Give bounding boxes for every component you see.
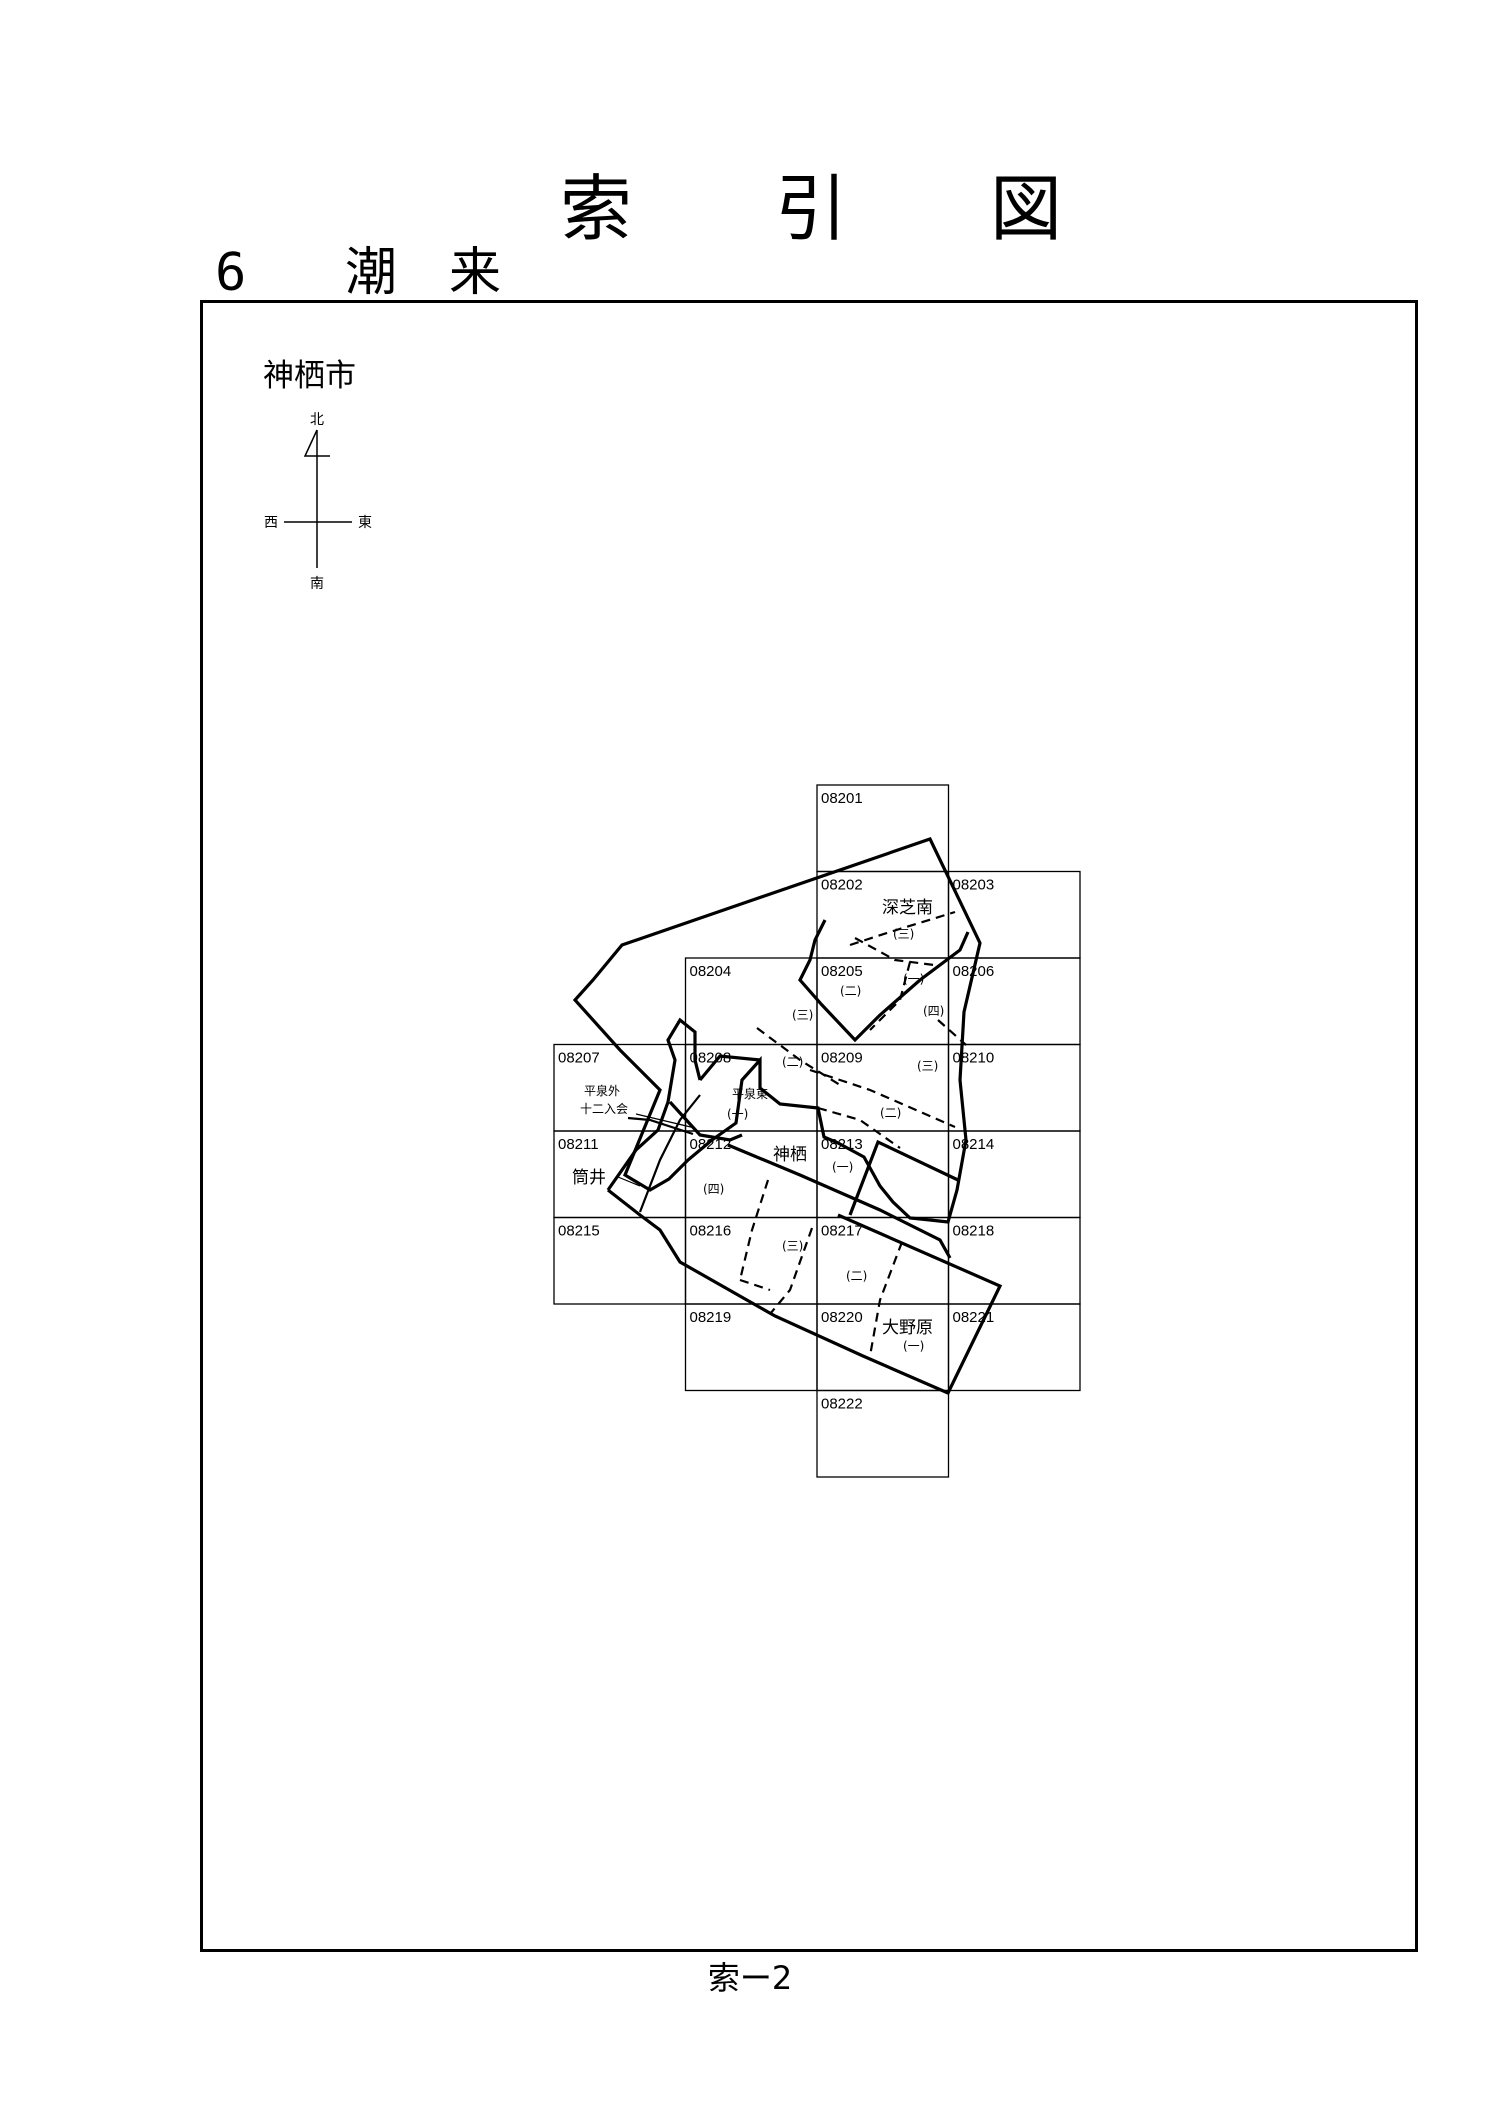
sheet-number: 08218 bbox=[953, 1223, 995, 1240]
place-hiraizumi-soto-1: 平泉外 bbox=[584, 1084, 620, 1098]
section-label: (一) bbox=[832, 1160, 853, 1174]
section-label: (二) bbox=[846, 1269, 867, 1283]
kamisu-east-notch bbox=[848, 1139, 959, 1216]
sheet-number: 08205 bbox=[821, 963, 863, 980]
place-kamisu: 神栖 bbox=[773, 1145, 807, 1165]
title-char: 引 bbox=[775, 167, 848, 251]
title-char: 図 bbox=[990, 167, 1063, 251]
sheet-number: 08219 bbox=[690, 1309, 732, 1326]
area-number: 6 bbox=[215, 243, 247, 303]
sheet-number: 08211 bbox=[558, 1136, 599, 1153]
district-boundaries bbox=[572, 837, 1003, 1396]
kamisu-south-boundary bbox=[727, 1143, 952, 1259]
place-oonohara: 大野原 bbox=[882, 1318, 933, 1338]
sheet-number: 08222 bbox=[821, 1396, 863, 1413]
kamisu-outer-boundary bbox=[572, 837, 982, 1224]
section-label: (一) bbox=[727, 1107, 748, 1121]
sheet-number: 08220 bbox=[821, 1309, 863, 1326]
hiraizumi-inner-line bbox=[627, 1116, 694, 1136]
compass-south: 南 bbox=[310, 576, 324, 592]
sheet-number: 08216 bbox=[690, 1223, 732, 1240]
place-hiraizumi-soto-2: 十二入会 bbox=[580, 1102, 628, 1116]
compass-rose: 北 南 東 西 bbox=[264, 412, 372, 592]
compass-north: 北 bbox=[310, 412, 324, 428]
hiraizumi-soto-leader bbox=[635, 1113, 696, 1129]
sheet-number: 08202 bbox=[821, 877, 863, 894]
sheet-cell bbox=[816, 1389, 950, 1478]
hiraizumi-boundary bbox=[668, 1054, 761, 1142]
sheet-number: 08209 bbox=[821, 1050, 863, 1067]
title-char: 索 bbox=[560, 167, 633, 251]
place-tsutsui: 筒井 bbox=[572, 1168, 606, 1188]
section-label: (三) bbox=[917, 1059, 938, 1073]
section-labels: (三) (一) (二) (四) (三) (二) (三) (二) (一) (一) … bbox=[703, 927, 944, 1353]
page-footer: 索ー2 bbox=[707, 1959, 793, 1997]
place-hiraizumi-higashi: 平泉東 bbox=[732, 1087, 768, 1101]
section-label: (一) bbox=[903, 972, 924, 986]
sheet-number: 08201 bbox=[821, 790, 863, 807]
section-label: (三) bbox=[893, 927, 914, 941]
oonohara-boundary bbox=[607, 1188, 1003, 1396]
section-label: (四) bbox=[703, 1182, 724, 1196]
page-title: 索引図 bbox=[560, 150, 1205, 255]
compass-east: 東 bbox=[358, 515, 372, 531]
city-name: 神栖市 bbox=[263, 358, 356, 394]
tsutsui-boundary bbox=[606, 1017, 702, 1191]
section-label: (一) bbox=[903, 1339, 924, 1353]
section-label: (二) bbox=[782, 1055, 803, 1069]
area-name: 潮 来 bbox=[345, 243, 502, 303]
sheet-number: 08204 bbox=[690, 963, 732, 980]
sheet-number: 08207 bbox=[558, 1050, 600, 1067]
sheet-number: 08215 bbox=[558, 1223, 600, 1240]
area-heading: 6 潮 来 bbox=[215, 230, 501, 305]
place-fukashiba-minami: 深芝南 bbox=[882, 898, 933, 918]
sheet-number: 08217 bbox=[821, 1223, 863, 1240]
section-label: (三) bbox=[782, 1239, 803, 1253]
section-dividers bbox=[738, 910, 967, 1357]
inner-boundaries bbox=[627, 1094, 701, 1213]
fukashiba-lower-boundary bbox=[798, 919, 970, 1043]
tsutsui-leader bbox=[617, 1176, 641, 1187]
section-label: (二) bbox=[840, 984, 861, 998]
section-label: (四) bbox=[923, 1004, 944, 1018]
compass-west: 西 bbox=[264, 515, 278, 531]
sheet-cell bbox=[947, 1303, 1081, 1392]
sheet-number: 08208 bbox=[690, 1050, 732, 1067]
section-label: (三) bbox=[792, 1008, 813, 1022]
map-frame bbox=[200, 300, 1418, 1952]
section-label: (二) bbox=[880, 1106, 901, 1120]
sheet-number: 08203 bbox=[953, 877, 995, 894]
sheet-number: 08214 bbox=[953, 1136, 995, 1153]
sheet-number: 08210 bbox=[953, 1050, 995, 1067]
place-labels: 深芝南 平泉東 平泉外 十二入会 神栖 筒井 大野原 bbox=[572, 898, 933, 1338]
tsutsui-inner-line bbox=[638, 1094, 701, 1213]
